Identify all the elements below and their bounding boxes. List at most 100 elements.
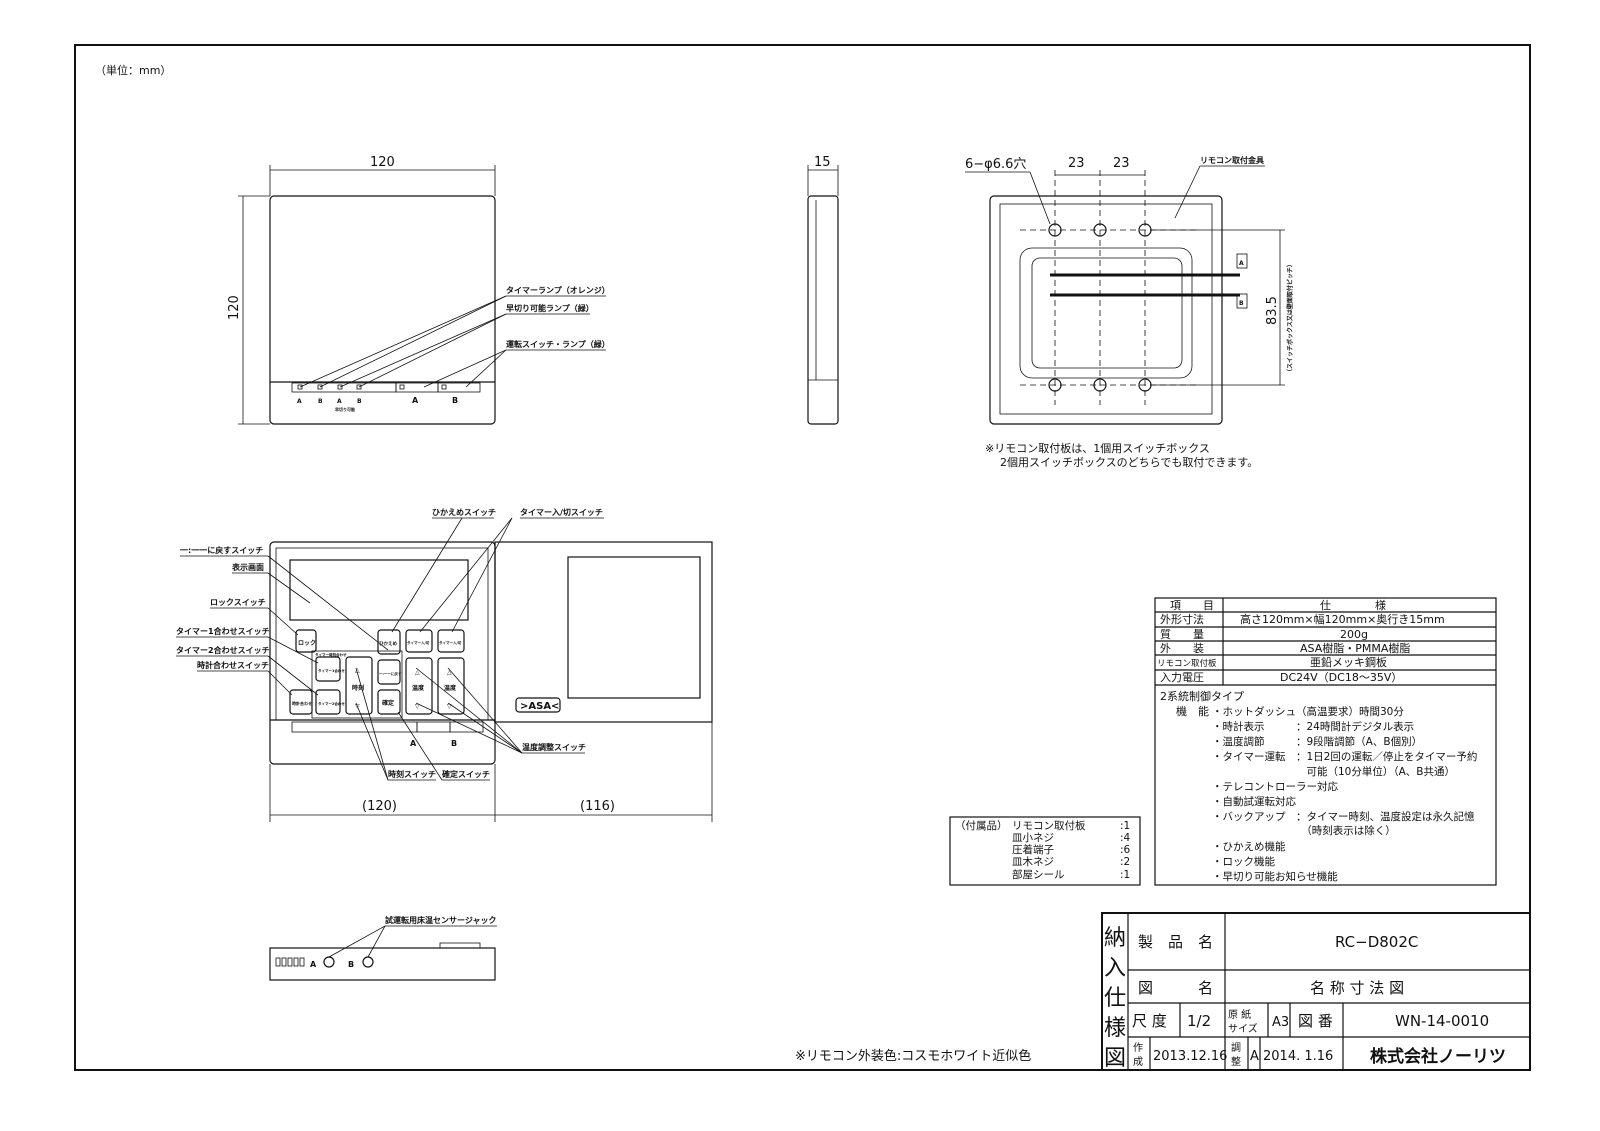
spec-function: ・テレコントローラー対応 [1212, 780, 1338, 793]
jack-label-b: B [348, 960, 354, 969]
timer1-button[interactable]: タイマー1合わせ [318, 668, 345, 673]
lamp-label-a2: A [337, 398, 342, 405]
wire-label-a: A [1239, 260, 1244, 267]
callout-timer1-switch: タイマー1合わせスイッチ [176, 626, 270, 636]
company-logo: 株式会社ノーリツ [1370, 1046, 1506, 1067]
spec-function-label: 機 能 [1176, 704, 1209, 718]
side-title-char: 仕 [1104, 986, 1126, 1011]
open-switch-label-a: A [410, 739, 417, 748]
created-label: 作 [1133, 1042, 1143, 1054]
switch-label-b: B [452, 396, 458, 405]
dim-cover: (116) [580, 799, 615, 814]
temp-a-button[interactable]: 温度 [412, 684, 425, 692]
number-label: 図 番 [1298, 1012, 1333, 1030]
callout-eco-switch: ひかえめスイッチ [432, 508, 496, 517]
jack-a-icon [323, 956, 335, 968]
spec-row-value: ASA樹脂・PMMA樹脂 [1300, 641, 1410, 655]
accessories-label: （付属品） [955, 819, 1008, 832]
callout-return-switch: 一:一一に戻すスイッチ [180, 545, 263, 555]
lamp-label-early: 早切り可能 [335, 406, 355, 412]
spec-row-label: 質 量 [1160, 627, 1204, 641]
callout-timer-lamp: タイマーランプ（オレンジ） [506, 285, 610, 295]
dim-body: (120) [362, 799, 397, 814]
accessory-qty: :1 [1120, 869, 1130, 881]
timer2-button[interactable]: タイマー2合わせ [318, 701, 345, 706]
timer-a-button[interactable]: タイマー入/切 [407, 640, 430, 645]
spec-header-spec: 仕 様 [1320, 598, 1386, 612]
temp-b-button[interactable]: 温度 [444, 684, 457, 692]
mounting-note-1: ※リモコン取付板は、1個用スイッチボックス [985, 441, 1210, 455]
callout-time-switch: 時刻スイッチ [388, 769, 436, 779]
spec-row-label: リモコン取付板 [1157, 658, 1217, 669]
callout-confirm-switch: 確定スイッチ [442, 769, 490, 779]
hole-label: 6−φ6.6穴 [965, 157, 1026, 172]
lock-button[interactable]: ロック [298, 639, 316, 647]
dim-vertical: 83.5 [1265, 296, 1280, 325]
accessory-name: 皿木ネジ [1012, 856, 1054, 868]
display-screen [289, 559, 469, 621]
open-view: >ASA< A B ロック タイマー1合わせ タイマー2合わせ 時計合わせ 時刻… [176, 507, 713, 822]
adjusted-date: 2014. 1.16 [1263, 1049, 1333, 1064]
confirm-button[interactable]: 確定 [382, 699, 394, 707]
wire-label-b: B [1239, 300, 1244, 307]
spec-row-label: 外 装 [1160, 642, 1204, 655]
accessories-box: （付属品） リモコン取付板 :1 皿小ネジ :4 圧着端子 :6 皿木ネジ :2… [949, 816, 1141, 886]
dim-pitch-1: 23 [1068, 156, 1085, 171]
title-block: 納 入 仕 様 図 製 品 名 RC−D802C 図 名 名 称 寸 法 図 尺… [1101, 912, 1531, 1071]
return-button[interactable]: 一:一一に戻す [379, 671, 402, 676]
front-view: A B A B 早切り可能 A B 120 120 タイマーランプ（オレンジ） … [227, 155, 610, 425]
spec-function: ・早切り可能お知らせ機能 [1212, 870, 1338, 883]
spec-function: ・温度調節 ：9段階調節（A、B個別） [1212, 735, 1422, 748]
bracket-label: リモコン取付金具 [1200, 155, 1264, 165]
scale-value: 1/2 [1187, 1012, 1211, 1030]
clock-button[interactable]: 時計合わせ [292, 700, 312, 706]
accessory-qty: :1 [1120, 820, 1130, 832]
callout-sensor-jack: 試運転用床温センサージャック [385, 915, 496, 925]
jack-b-icon [362, 956, 374, 968]
temp-a-up-icon: △ [415, 669, 420, 676]
accessory-name: リモコン取付板 [1012, 819, 1086, 832]
dim-vertical-note: （スイッチボックス又は壁面取付ピッチ） [1286, 261, 1294, 375]
side-title-char: 図 [1104, 1046, 1126, 1071]
callout-display: 表示画面 [231, 562, 264, 572]
spec-function: ・時計表示 ：24時間計デジタル表示 [1212, 720, 1414, 733]
bottom-view: A B 試運転用床温センサージャック [269, 915, 497, 981]
callout-timer2-switch: タイマー2合わせスイッチ [176, 645, 270, 655]
created-label: 成 [1133, 1056, 1143, 1068]
dim-width: 120 [370, 155, 395, 170]
paper-value: A3 [1272, 1015, 1289, 1030]
spec-function: 可能（10分単位）（A、B共通） [1212, 765, 1455, 778]
number-value: WN-14-0010 [1395, 1012, 1489, 1030]
spec-function: （時刻表示は除く） [1212, 824, 1396, 837]
spec-function: ・ひかえめ機能 [1212, 840, 1286, 853]
time-button[interactable]: 時刻 [352, 684, 364, 692]
spec-row-label: 入力電圧 [1160, 671, 1204, 684]
spec-row-label: 外形寸法 [1160, 612, 1204, 626]
spec-row-value: 200g [1340, 628, 1368, 641]
side-title-char: 様 [1104, 1016, 1126, 1041]
callout-lock-switch: ロックスイッチ [210, 597, 266, 607]
accessory-name: 皿小ネジ [1012, 832, 1054, 844]
accessory-name: 部屋シール [1012, 868, 1065, 881]
spec-function: ・ロック機能 [1212, 855, 1275, 868]
unit-label: （単位：mm） [95, 63, 171, 77]
time-up-icon: △ [355, 667, 360, 674]
callout-clock-switch: 時計合わせスイッチ [197, 660, 269, 670]
callout-temp-switch: 温度調整スイッチ [522, 742, 586, 752]
temp-a-down-icon: ▽ [415, 703, 420, 710]
eco-button[interactable]: ひかえめ [379, 640, 397, 647]
created-date: 2013.12.16 [1153, 1049, 1227, 1064]
adjusted-label: 調 [1231, 1041, 1241, 1054]
side-title-char: 納 [1104, 926, 1126, 951]
spec-function: ・自動試運転対応 [1212, 795, 1296, 808]
paper-label: サイズ [1228, 1022, 1258, 1035]
back-view: A B 23 23 6−φ6.6穴 リモコン取付金具 83.5 （スイッチボック… [965, 155, 1294, 469]
paper-label: 原 紙 [1228, 1008, 1251, 1021]
dim-pitch-2: 23 [1113, 156, 1130, 171]
spec-row-value: DC24V（DC18〜35V） [1280, 671, 1402, 684]
timer-b-button[interactable]: タイマー入/切 [439, 640, 462, 645]
side-view: 15 [807, 155, 839, 425]
dim-depth: 15 [814, 155, 831, 170]
spec-function: ・バックアップ ：タイマー時刻、温度設定は永久記憶 [1212, 810, 1475, 823]
